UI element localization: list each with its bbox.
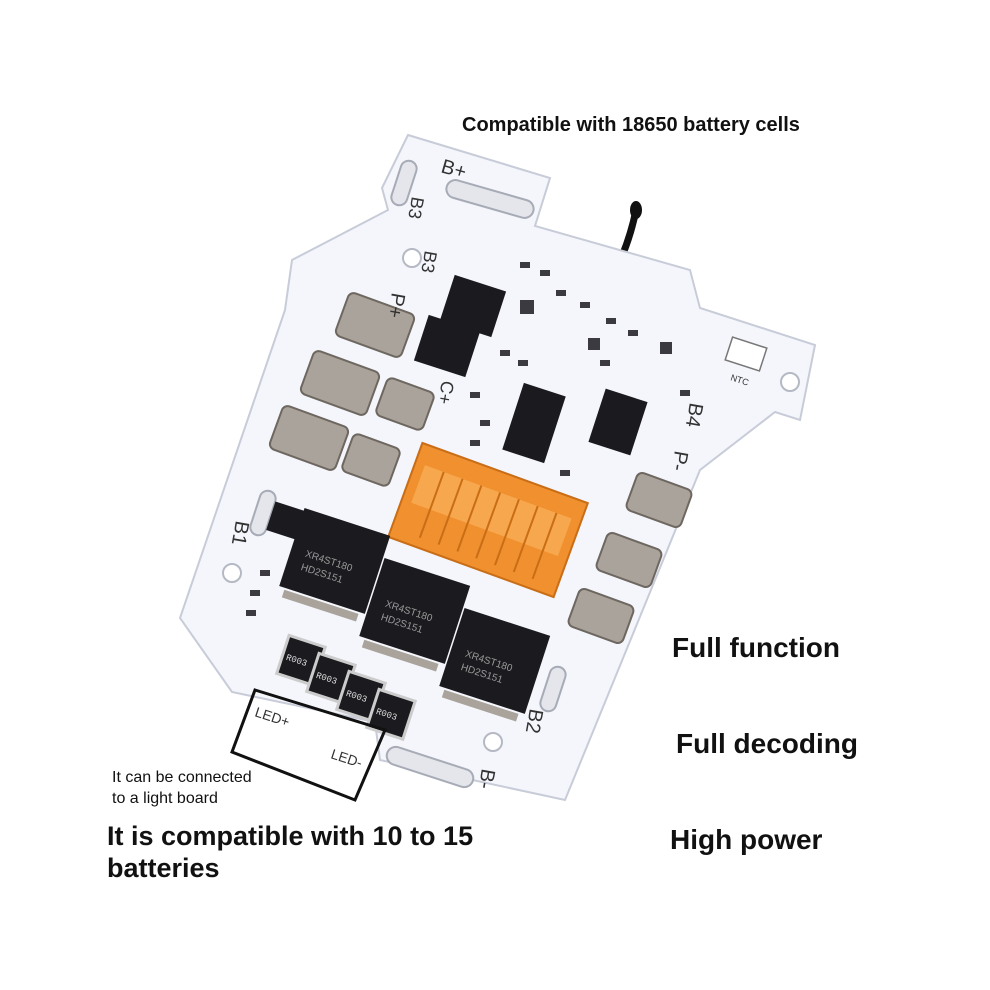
led-outline	[230, 688, 388, 802]
b-minus-slot	[385, 745, 475, 789]
ic-chip	[502, 382, 566, 464]
b2-slot	[539, 665, 567, 713]
caption-full-decoding: Full decoding	[676, 728, 858, 759]
caption-batteries-line1: It is compatible with 10 to 15	[107, 821, 474, 851]
mounting-hole	[402, 248, 422, 268]
diode	[266, 501, 308, 541]
label-b3: B3	[417, 249, 441, 274]
mounting-hole	[483, 732, 503, 752]
label-c-plus: C+	[434, 379, 458, 406]
power-mosfets: XR4ST180 HD2S151 XR4ST180 HD2S151 XR4ST1…	[279, 508, 551, 722]
pcb-board	[178, 133, 817, 802]
caption-light-board-line1: It can be connected	[112, 769, 252, 786]
caption-light-board-line2: to a light board	[112, 790, 218, 807]
label-b2: B2	[521, 707, 547, 735]
p-plus-terminals	[268, 292, 435, 487]
ntc-pad	[724, 336, 768, 372]
label-b4: B4	[681, 401, 707, 429]
caption-batteries: It is compatible with 10 to 15 batteries	[107, 820, 527, 884]
label-led-plus: LED+	[253, 704, 292, 730]
label-p-plus: P+	[383, 291, 409, 319]
label-p-minus: P-	[667, 449, 692, 473]
label-b-minus: B-	[474, 767, 499, 791]
caption-full-function: Full function	[672, 632, 840, 663]
mounting-hole	[780, 372, 800, 392]
smd-components	[246, 262, 690, 616]
mosfet-chip	[439, 274, 507, 338]
balance-connector	[386, 441, 590, 599]
b3-slot	[390, 159, 418, 207]
b1-slot	[249, 489, 277, 537]
caption-light-board: It can be connected to a light board	[112, 767, 312, 809]
caption-compatible-cells: Compatible with 18650 battery cells	[462, 114, 800, 136]
caption-high-power: High power	[670, 824, 823, 855]
mounting-hole	[222, 563, 242, 583]
label-led-minus: LED-	[329, 746, 365, 771]
b-plus-slot	[445, 179, 535, 219]
label-b3-top: B3	[404, 195, 428, 220]
mosfet-chip	[413, 314, 481, 378]
p-minus-terminals	[567, 471, 693, 645]
ic-chip	[588, 388, 648, 456]
label-b1: B1	[227, 519, 253, 547]
ntc-probe	[630, 201, 642, 219]
caption-batteries-line2: batteries	[107, 853, 220, 883]
